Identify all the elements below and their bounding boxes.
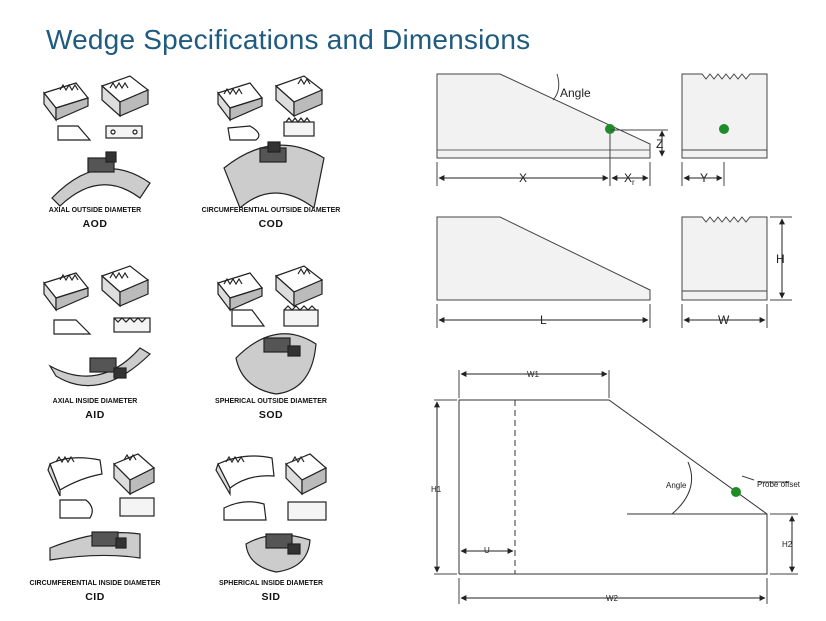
z-label: Z xyxy=(656,137,663,151)
probe-offset-label: Probe offset xyxy=(757,480,801,489)
wedge-side-view xyxy=(436,73,651,159)
w1-label: W1 xyxy=(527,370,540,379)
wedge-type-code: AOD xyxy=(82,218,108,230)
wedge-outline-side xyxy=(436,216,651,301)
wedge-type-code: SID xyxy=(261,591,281,603)
x-label: X xyxy=(519,171,527,185)
wedge-illustration-cod xyxy=(216,75,325,208)
xr-label: X xyxy=(624,171,632,185)
u-label: U xyxy=(484,546,490,555)
h-label: H xyxy=(776,252,785,266)
wedge-type-label: SPHERICAL INSIDE DIAMETER xyxy=(218,580,324,587)
wedge-type-code: COD xyxy=(258,218,284,230)
wedge-outline-front xyxy=(681,216,768,301)
angle-label: Angle xyxy=(666,481,687,490)
l-label: L xyxy=(540,313,547,327)
h1-label: H1 xyxy=(431,485,442,494)
wedge-illustration-aod xyxy=(42,75,151,207)
wedge-illustration-sid xyxy=(215,453,328,573)
wedge-type-code: SOD xyxy=(258,409,284,421)
probe-point xyxy=(731,487,741,497)
probe-point xyxy=(719,124,729,134)
w2-label: W2 xyxy=(606,594,619,603)
wedge-front-view xyxy=(681,73,768,159)
wedge-type-code: CID xyxy=(85,591,105,603)
angle-label: Angle xyxy=(560,86,591,100)
page-title: Wedge Specifications and Dimensions xyxy=(46,24,531,55)
y-label: Y xyxy=(700,171,708,185)
wedge-illustration-sod xyxy=(216,265,324,395)
wedge-illustration-aid xyxy=(42,265,151,387)
wedge-detail-outline xyxy=(458,399,768,575)
xr-subscript: r xyxy=(632,178,635,187)
wedge-type-label: AXIAL OUTSIDE DIAMETER xyxy=(48,207,142,214)
wedge-type-code: AID xyxy=(85,409,105,421)
wedge-illustration-cid xyxy=(47,453,156,561)
wedge-type-label: CIRCUMFERENTIAL INSIDE DIAMETER xyxy=(29,580,161,587)
wedge-type-label: AXIAL INSIDE DIAMETER xyxy=(52,398,138,405)
wedge-type-label: CIRCUMFERENTIAL OUTSIDE DIAMETER xyxy=(201,207,341,214)
wedge-type-label: SPHERICAL OUTSIDE DIAMETER xyxy=(215,398,327,405)
h2-label: H2 xyxy=(782,540,793,549)
probe-point xyxy=(605,124,615,134)
w-label: W xyxy=(718,313,730,327)
